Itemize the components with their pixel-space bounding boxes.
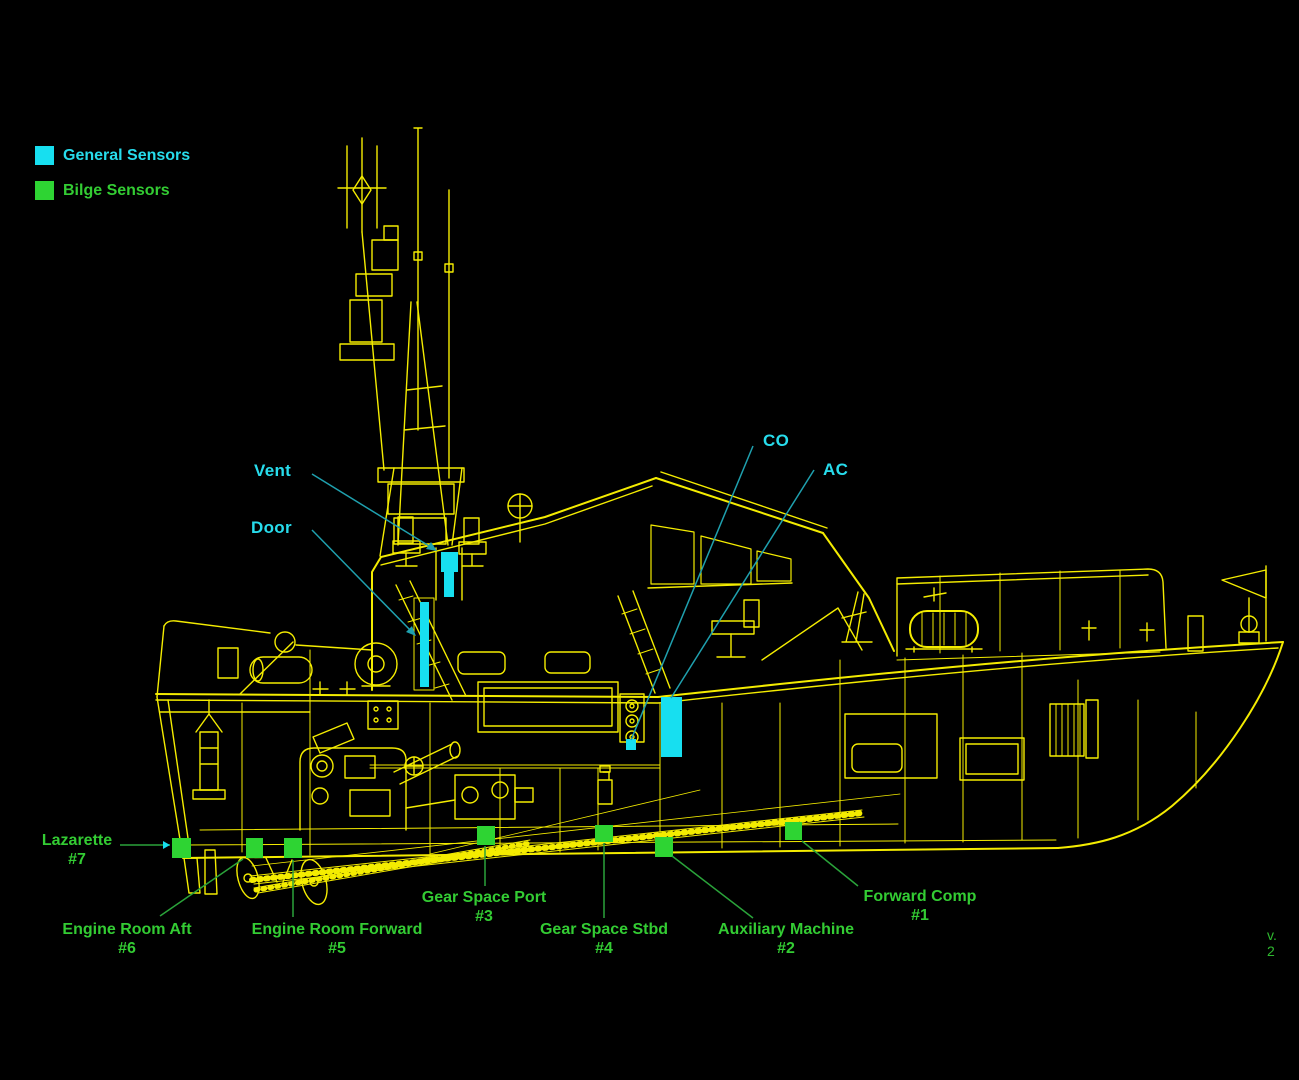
vent-label: Vent [254, 461, 292, 480]
co-label: CO [763, 431, 790, 450]
engine-room-aft-label-number: #6 [118, 940, 136, 957]
legend-general-label: General Sensors [63, 146, 191, 164]
auxiliary-machine-label: Auxiliary Machine #2 [718, 920, 854, 958]
boat-hull-drawing [155, 127, 1284, 906]
legend-item-bilge-sensors: Bilge Sensors [35, 181, 190, 200]
gear-space-stbd-label: Gear Space Stbd #4 [540, 920, 668, 958]
leader-arrowheads [163, 542, 437, 849]
bilge-sensor-3-gear-space-port [477, 826, 495, 845]
co-sensor-marker [626, 739, 636, 750]
bilge-sensors-swatch-icon [35, 181, 54, 200]
version-label: v. 2 [1267, 927, 1277, 959]
general-leader-lines [311, 445, 815, 741]
engine-room-forward-label: Engine Room Forward #5 [252, 920, 423, 958]
forward-comp-label-name: Forward Comp [863, 888, 977, 905]
forward-comp-label: Forward Comp #1 [864, 887, 977, 925]
ac-label: AC [823, 460, 849, 479]
vent-sensor-marker-stem [444, 572, 454, 597]
general-sensor-markers [420, 552, 682, 757]
engine-room-forward-label-name: Engine Room Forward [251, 921, 423, 938]
engine-room-aft-label: Engine Room Aft #6 [62, 920, 191, 958]
forward-comp-label-number: #1 [911, 907, 929, 924]
general-sensors-swatch-icon [35, 146, 54, 165]
legend-item-general-sensors: General Sensors [35, 146, 190, 165]
ac-sensor-marker [661, 697, 682, 757]
gear-space-port-label-number: #3 [475, 908, 493, 925]
legend: General Sensors Bilge Sensors [35, 146, 190, 216]
lazarette-label-name: Lazarette [41, 832, 113, 849]
bilge-sensor-markers [172, 822, 802, 858]
gear-space-stbd-label-number: #4 [595, 940, 613, 957]
auxiliary-machine-label-name: Auxiliary Machine [717, 921, 855, 938]
bilge-sensor-6-engine-room-aft [246, 838, 263, 858]
lazarette-label: Lazarette #7 [42, 831, 112, 869]
door-sensor-marker [420, 602, 429, 687]
legend-bilge-label: Bilge Sensors [63, 181, 170, 199]
engine-room-aft-label-name: Engine Room Aft [62, 921, 192, 938]
gear-space-port-label-name: Gear Space Port [421, 889, 547, 906]
gear-space-stbd-label-name: Gear Space Stbd [539, 921, 669, 938]
bilge-sensor-5-engine-room-forward [284, 838, 302, 858]
door-label: Door [251, 518, 292, 537]
bilge-sensor-1-forward-comp [785, 822, 802, 840]
bilge-sensor-2-auxiliary-machine [655, 837, 673, 857]
lazarette-label-number: #7 [68, 851, 86, 868]
auxiliary-machine-label-number: #2 [777, 940, 795, 957]
gear-space-port-label: Gear Space Port #3 [422, 888, 547, 926]
bilge-sensor-4-gear-space-stbd [595, 825, 613, 842]
bilge-sensor-7-lazarette [172, 838, 191, 858]
bilge-leader-lines [120, 840, 859, 919]
vent-sensor-marker [441, 552, 458, 572]
engine-room-forward-label-number: #5 [328, 940, 346, 957]
